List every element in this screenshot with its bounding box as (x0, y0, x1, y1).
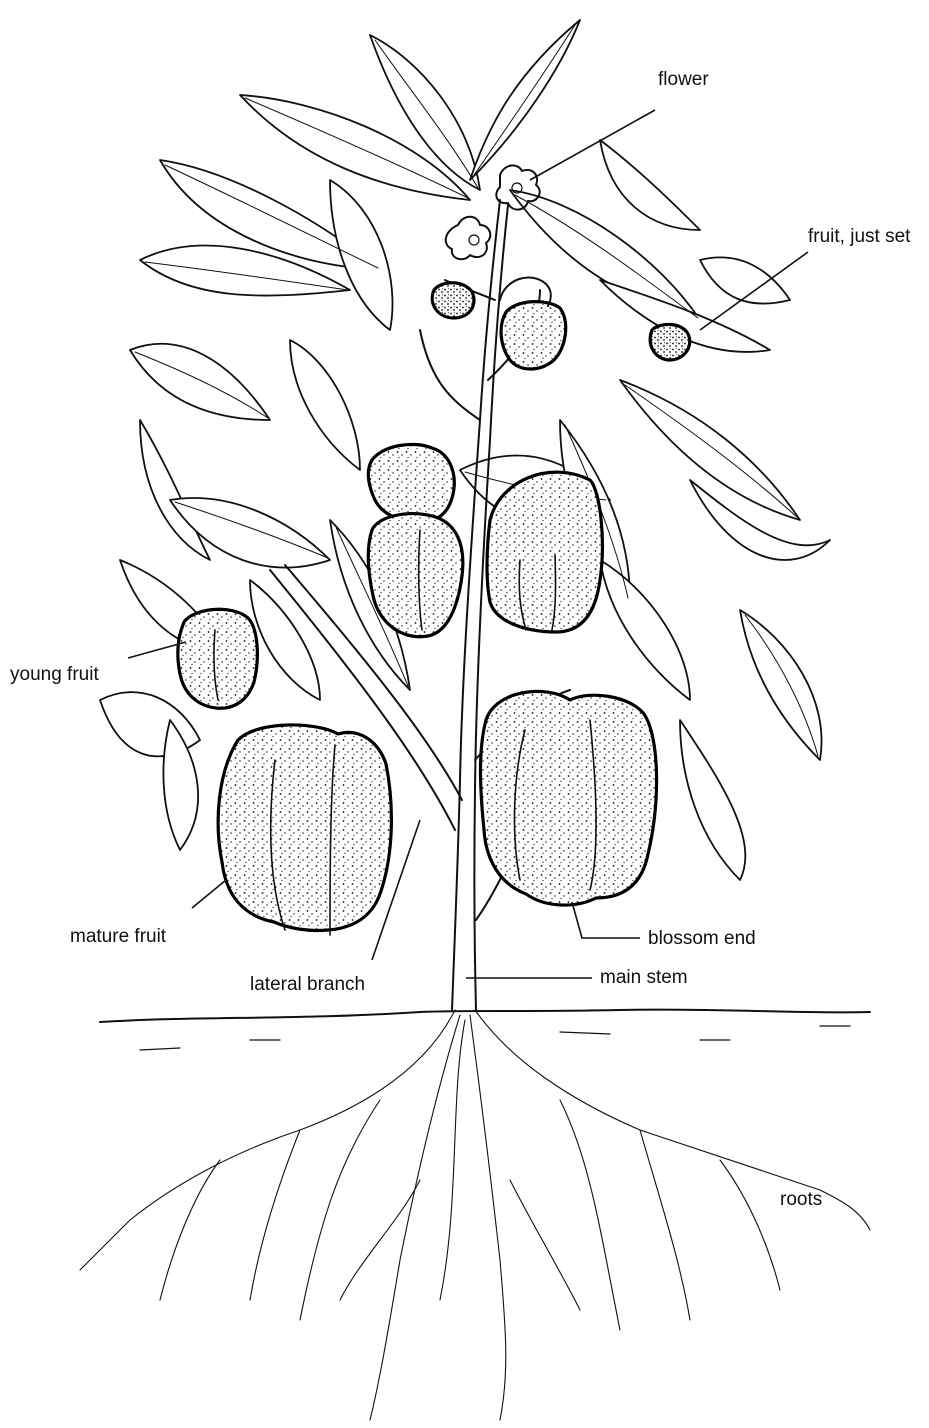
leaf (600, 140, 700, 230)
leaf (600, 560, 690, 700)
small-fruit (501, 302, 566, 369)
blossom-end-leader (572, 902, 640, 938)
blossom-end-fruit-shape (481, 691, 657, 905)
leaf (140, 420, 210, 560)
leaf (680, 720, 745, 880)
flower-blossom (446, 217, 491, 260)
leaf (290, 340, 360, 470)
label-roots: roots (780, 1189, 822, 1210)
label-main-stem: main stem (600, 967, 688, 988)
bud-fruit (432, 283, 474, 318)
leaf (250, 580, 320, 700)
mature-fruit-shape (218, 725, 391, 931)
fruit-just-set-shape (650, 324, 690, 360)
ground (100, 1010, 870, 1050)
leaf (130, 344, 270, 420)
label-fruit-just-set: fruit, just set (808, 226, 911, 247)
fruit (368, 514, 462, 637)
label-flower: flower (658, 69, 709, 90)
label-blossom-end: blossom end (648, 928, 756, 949)
mature-fruit-leader (192, 880, 226, 908)
leaf (740, 610, 822, 760)
young-fruit-shape (178, 609, 257, 708)
label-lateral-branch: lateral branch (250, 974, 365, 995)
foliage (100, 20, 830, 880)
label-mature-fruit: mature fruit (70, 926, 167, 947)
fruit (368, 444, 454, 522)
soil-line (100, 1010, 870, 1022)
large-fruits (218, 691, 656, 935)
fruit (487, 472, 602, 632)
label-young-fruit: young fruit (10, 664, 99, 685)
root-system (80, 1010, 870, 1420)
flowers (446, 165, 540, 259)
